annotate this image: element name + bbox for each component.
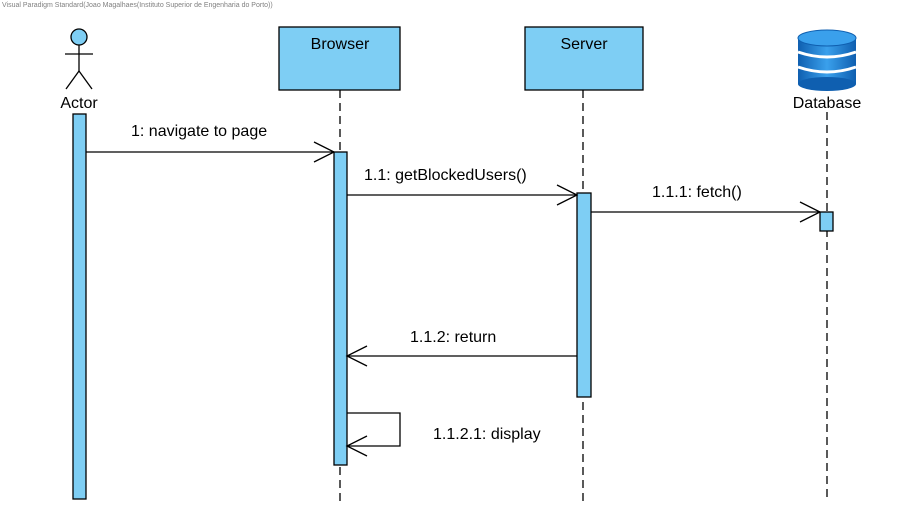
participant-browser-label: Browser xyxy=(311,36,370,53)
message-1-1-arrow xyxy=(347,184,579,206)
activation-actor xyxy=(72,113,87,500)
message-1-arrow xyxy=(86,141,336,163)
activation-server xyxy=(576,192,592,398)
message-1-1-2-1-label: 1.1.2.1: display xyxy=(433,426,541,443)
message-1-1-2-1-arrow xyxy=(345,412,401,457)
message-1-1-1-label: 1.1.1: fetch() xyxy=(652,184,742,201)
message-1-1-1-arrow xyxy=(591,201,822,223)
participant-actor-label: Actor xyxy=(60,95,98,112)
message-1-1-2-arrow xyxy=(345,345,577,367)
watermark: Visual Paradigm Standard(Joao Magalhaes(… xyxy=(2,2,273,9)
stick-figure-icon xyxy=(65,28,93,90)
participant-server-label: Server xyxy=(560,36,608,53)
message-1-label: 1: navigate to page xyxy=(131,123,267,140)
participant-database-label: Database xyxy=(793,95,862,112)
database-cylinder-icon xyxy=(797,29,857,91)
activation-database xyxy=(819,211,834,232)
participant-browser[interactable] xyxy=(278,26,401,91)
message-1-1-2-label: 1.1.2: return xyxy=(410,329,496,346)
participant-server[interactable] xyxy=(524,26,644,91)
message-1-1-label: 1.1: getBlockedUsers() xyxy=(364,167,527,184)
activation-browser xyxy=(333,151,348,466)
